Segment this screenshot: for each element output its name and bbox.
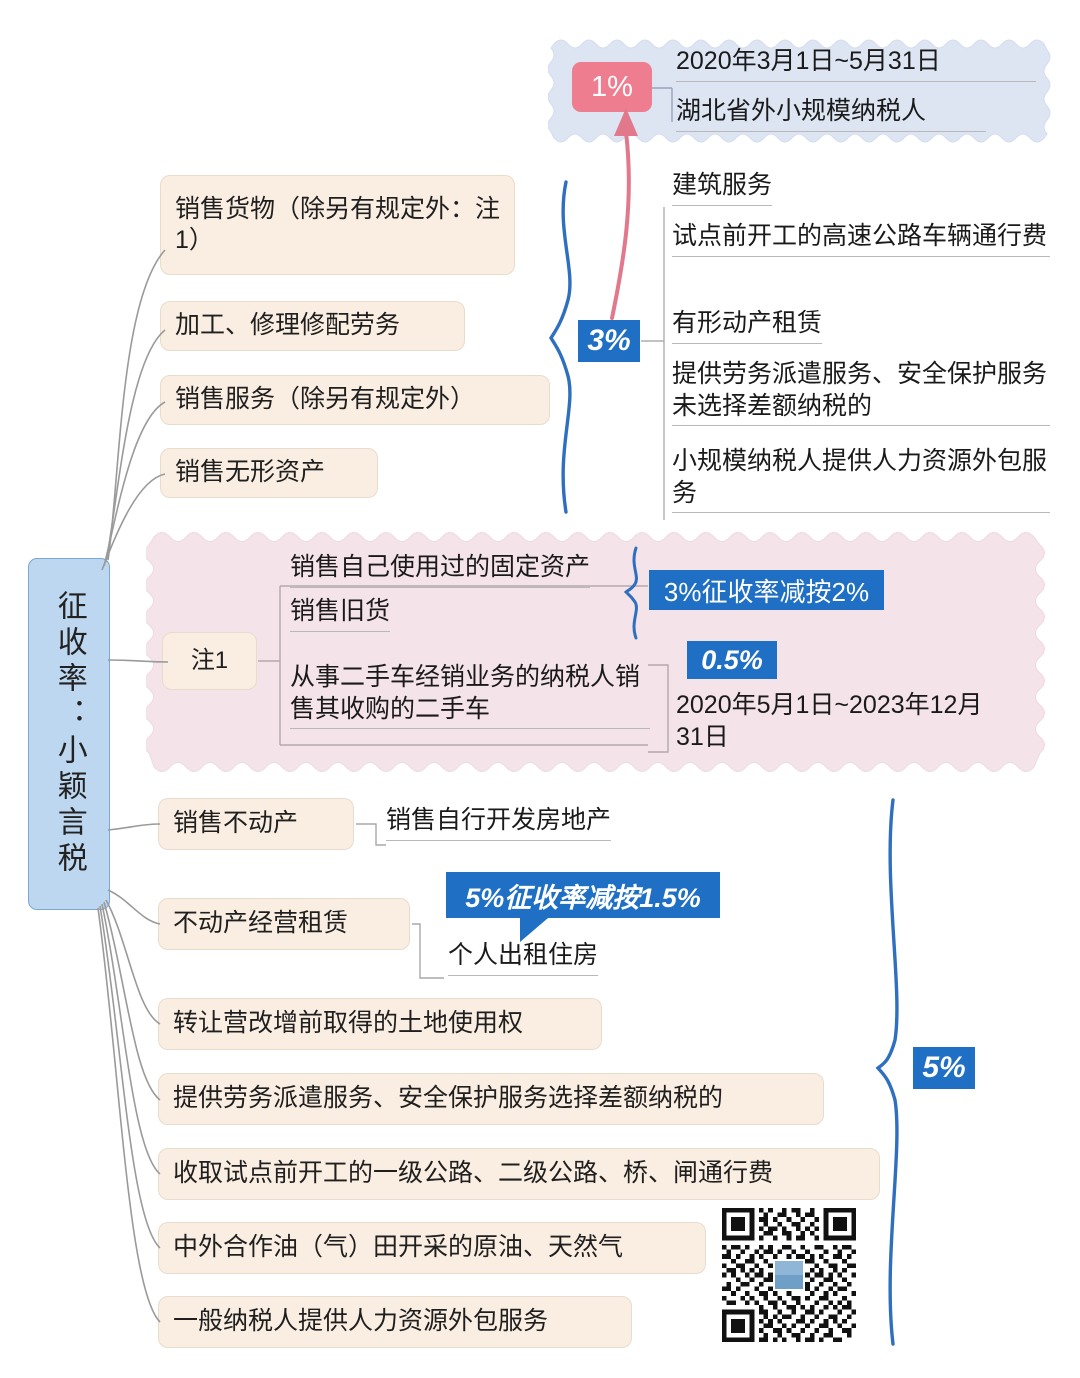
- topic-label: 提供劳务派遣服务、安全保护服务选择差额纳税的: [173, 1084, 724, 1113]
- badge-0-5-percent[interactable]: 0.5%: [687, 641, 777, 679]
- topic-label: 销售货物（除另有规定外：注1）: [175, 194, 501, 254]
- item-labor-dispatch-no-diff: 提供劳务派遣服务、安全保护服务未选择差额纳税的: [672, 359, 1050, 426]
- badge-3-percent-reduced-2[interactable]: 3%征收率减按2%: [649, 570, 884, 610]
- topic-oilgas-field[interactable]: 中外合作油（气）田开采的原油、天然气: [158, 1222, 706, 1274]
- root-node[interactable]: 征收率：小颖言税: [28, 558, 110, 910]
- one-pct-taxpayer: 湖北省外小规模纳税人: [676, 96, 986, 132]
- topic-realestate-lease[interactable]: 不动产经营租赁: [158, 898, 410, 950]
- item-used-fixed-assets: 销售自己使用过的固定资产: [290, 552, 591, 588]
- topic-note1[interactable]: 注1: [162, 632, 257, 690]
- item-used-goods: 销售旧货: [290, 596, 391, 632]
- topic-sale-of-goods[interactable]: 销售货物（除另有规定外：注1）: [160, 175, 515, 275]
- badge-5-percent[interactable]: 5%: [913, 1047, 975, 1089]
- topic-labor-dispatch-diff[interactable]: 提供劳务派遣服务、安全保护服务选择差额纳税的: [158, 1073, 824, 1125]
- topic-label: 一般纳税人提供人力资源外包服务: [173, 1307, 549, 1336]
- topic-sale-real-estate[interactable]: 销售不动产: [158, 798, 354, 850]
- topic-intangible-assets[interactable]: 销售无形资产: [160, 448, 378, 498]
- topic-label: 销售无形资产: [175, 458, 326, 487]
- topic-label: 收取试点前开工的一级公路、二级公路、桥、闸通行费: [173, 1159, 774, 1188]
- badge-3-percent[interactable]: 3%: [578, 320, 640, 362]
- item-tangible-lease: 有形动产租赁: [672, 308, 823, 344]
- one-pct-period: 2020年3月1日~5月31日: [676, 46, 1036, 82]
- note1-label: 注1: [190, 647, 229, 674]
- topic-land-use-right[interactable]: 转让营改增前取得的土地使用权: [158, 998, 602, 1050]
- item-construction-service: 建筑服务: [672, 170, 773, 206]
- topic-road-bridge-toll[interactable]: 收取试点前开工的一级公路、二级公路、桥、闸通行费: [158, 1148, 880, 1200]
- wavy-panel-blue-shape: [548, 39, 1051, 143]
- item-highway-toll: 试点前开工的高速公路车辆通行费: [672, 221, 1050, 257]
- one-pct-panel: [548, 36, 1053, 146]
- item-used-car-period: 2020年5月1日~2023年12月31日: [676, 691, 983, 751]
- item-individual-rent-housing: 个人出租住房: [448, 940, 599, 976]
- item-hr-outsourcing-small: 小规模纳税人提供人力资源外包服务: [672, 446, 1050, 513]
- qr-code[interactable]: [722, 1208, 856, 1347]
- topic-sale-of-services[interactable]: 销售服务（除另有规定外）: [160, 375, 550, 425]
- topic-label: 转让营改增前取得的土地使用权: [173, 1009, 524, 1038]
- topic-label: 加工、修理修配劳务: [175, 311, 401, 340]
- qr-code-image: [722, 1208, 856, 1342]
- topic-label: 中外合作油（气）田开采的原油、天然气: [173, 1233, 624, 1262]
- topic-processing-repair[interactable]: 加工、修理修配劳务: [160, 301, 465, 351]
- item-used-car-dealer: 从事二手车经销业务的纳税人销售其收购的二手车: [290, 662, 650, 729]
- topic-label: 不动产经营租赁: [173, 909, 349, 938]
- topic-hr-outsourcing-general[interactable]: 一般纳税人提供人力资源外包服务: [158, 1296, 632, 1348]
- badge-1-percent[interactable]: 1%: [572, 62, 652, 112]
- item-self-developed-realestate: 销售自行开发房地产: [386, 805, 612, 841]
- topic-label: 销售服务（除另有规定外）: [175, 385, 476, 414]
- topic-label: 销售不动产: [173, 809, 299, 838]
- badge-5-percent-reduced-1-5[interactable]: 5%征收率减按1.5%: [446, 872, 720, 918]
